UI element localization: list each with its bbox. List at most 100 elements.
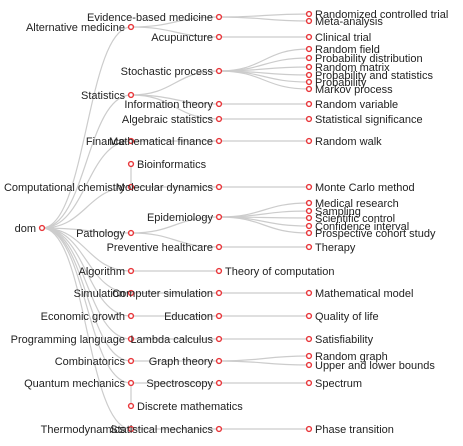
epidemiology-node[interactable]	[215, 213, 223, 221]
clinical-trial-label: Clinical trial	[315, 32, 371, 44]
root-label: dom	[15, 223, 36, 235]
education-label: Education	[164, 311, 213, 323]
combinatorics-label: Combinatorics	[55, 356, 126, 368]
molecular-dynamics-node[interactable]	[215, 183, 223, 191]
economic-growth-label: Economic growth	[41, 311, 125, 323]
spectrum-node[interactable]	[305, 379, 313, 387]
root-node[interactable]	[38, 224, 46, 232]
therapy-label: Therapy	[315, 242, 356, 254]
lambda-calculus-node[interactable]	[215, 335, 223, 343]
mathematical-finance-label: Mathematical finance	[109, 136, 213, 148]
statistical-mechanics-label: Statistical mechanics	[110, 424, 213, 436]
pathology-node[interactable]	[127, 229, 135, 237]
theory-of-computation-node[interactable]	[215, 267, 223, 275]
medical-research-node[interactable]	[305, 199, 313, 207]
algebraic-statistics-label: Algebraic statistics	[122, 114, 214, 126]
statistical-significance-node[interactable]	[305, 115, 313, 123]
randomized-controlled-trial-node[interactable]	[305, 10, 313, 18]
tree-link	[218, 16, 310, 22]
mathematical-model-label: Mathematical model	[315, 288, 413, 300]
combinatorics-node[interactable]	[127, 357, 135, 365]
probability-node[interactable]	[305, 78, 313, 86]
programming-language-node[interactable]	[127, 335, 135, 343]
alternative-medicine-node[interactable]	[127, 23, 135, 31]
information-theory-label: Information theory	[124, 99, 213, 111]
probability-and-statistics-node[interactable]	[305, 71, 313, 79]
information-theory-node[interactable]	[215, 100, 223, 108]
statistics-node[interactable]	[127, 91, 135, 99]
random-variable-node[interactable]	[305, 100, 313, 108]
discrete-mathematics-node[interactable]	[127, 402, 135, 410]
therapy-node[interactable]	[305, 243, 313, 251]
sampling-node[interactable]	[305, 207, 313, 215]
stochastic-process-node[interactable]	[215, 67, 223, 75]
computer-simulation-label: Computer simulation	[112, 288, 213, 300]
graph-theory-node[interactable]	[215, 357, 223, 365]
random-field-node[interactable]	[305, 45, 313, 53]
tree-link	[130, 26, 220, 38]
algebraic-statistics-node[interactable]	[215, 115, 223, 123]
bioinformatics-node[interactable]	[127, 160, 135, 168]
meta-analysis-node[interactable]	[305, 17, 313, 25]
tree-link	[41, 227, 132, 234]
random-matrix-label: Random matrix	[315, 62, 390, 74]
education-node[interactable]	[215, 312, 223, 320]
mathematical-finance-node[interactable]	[215, 137, 223, 145]
satisfiability-node[interactable]	[305, 335, 313, 343]
phase-transition-label: Phase transition	[315, 424, 394, 436]
tree-link	[41, 94, 132, 229]
prospective-cohort-study-node[interactable]	[305, 229, 313, 237]
acupuncture-node[interactable]	[215, 33, 223, 41]
tree-link	[218, 216, 310, 234]
tree-link	[218, 66, 310, 72]
monte-carlo-method-label: Monte Carlo method	[315, 182, 415, 194]
tree-link	[130, 70, 220, 96]
thermodynamics-node[interactable]	[127, 425, 135, 433]
simulation-node[interactable]	[127, 289, 135, 297]
tree-link	[218, 355, 310, 362]
pathology-label: Pathology	[76, 228, 125, 240]
randomized-controlled-trial-label: Randomized controlled trial	[315, 9, 448, 21]
computational-chemistry-node[interactable]	[127, 183, 135, 191]
molecular-dynamics-label: Molecular dynamics	[116, 182, 214, 194]
quantum-mechanics-node[interactable]	[127, 379, 135, 387]
confidence-interval-label: Confidence interval	[315, 221, 409, 233]
probability-label: Probability	[315, 77, 367, 89]
tree-link	[218, 360, 310, 366]
upper-and-lower-bounds-node[interactable]	[305, 361, 313, 369]
random-matrix-node[interactable]	[305, 63, 313, 71]
evidence-based-medicine-node[interactable]	[215, 13, 223, 21]
tree-link	[130, 232, 220, 248]
markov-process-node[interactable]	[305, 85, 313, 93]
clinical-trial-node[interactable]	[305, 33, 313, 41]
quality-of-life-node[interactable]	[305, 312, 313, 320]
confidence-interval-node[interactable]	[305, 222, 313, 230]
statistical-mechanics-node[interactable]	[215, 425, 223, 433]
bioinformatics-label: Bioinformatics	[137, 159, 207, 171]
preventive-healthcare-node[interactable]	[215, 243, 223, 251]
economic-growth-node[interactable]	[127, 312, 135, 320]
statistics-label: Statistics	[81, 90, 126, 102]
simulation-label: Simulation	[74, 288, 125, 300]
spectroscopy-node[interactable]	[215, 379, 223, 387]
programming-language-label: Programming language	[11, 334, 125, 346]
random-field-label: Random field	[315, 44, 380, 56]
epidemiology-label: Epidemiology	[147, 212, 214, 224]
evidence-based-medicine-label: Evidence-based medicine	[87, 12, 213, 24]
random-graph-node[interactable]	[305, 352, 313, 360]
probability-distribution-node[interactable]	[305, 54, 313, 62]
scientific-control-node[interactable]	[305, 214, 313, 222]
tree-link	[218, 70, 310, 90]
mathematical-model-node[interactable]	[305, 289, 313, 297]
random-variable-label: Random variable	[315, 99, 398, 111]
algorithm-node[interactable]	[127, 267, 135, 275]
random-walk-node[interactable]	[305, 137, 313, 145]
monte-carlo-method-node[interactable]	[305, 183, 313, 191]
computer-simulation-node[interactable]	[215, 289, 223, 297]
phase-transition-node[interactable]	[305, 425, 313, 433]
finance-node[interactable]	[127, 137, 135, 145]
medical-research-label: Medical research	[315, 198, 399, 210]
spectrum-label: Spectrum	[315, 378, 362, 390]
